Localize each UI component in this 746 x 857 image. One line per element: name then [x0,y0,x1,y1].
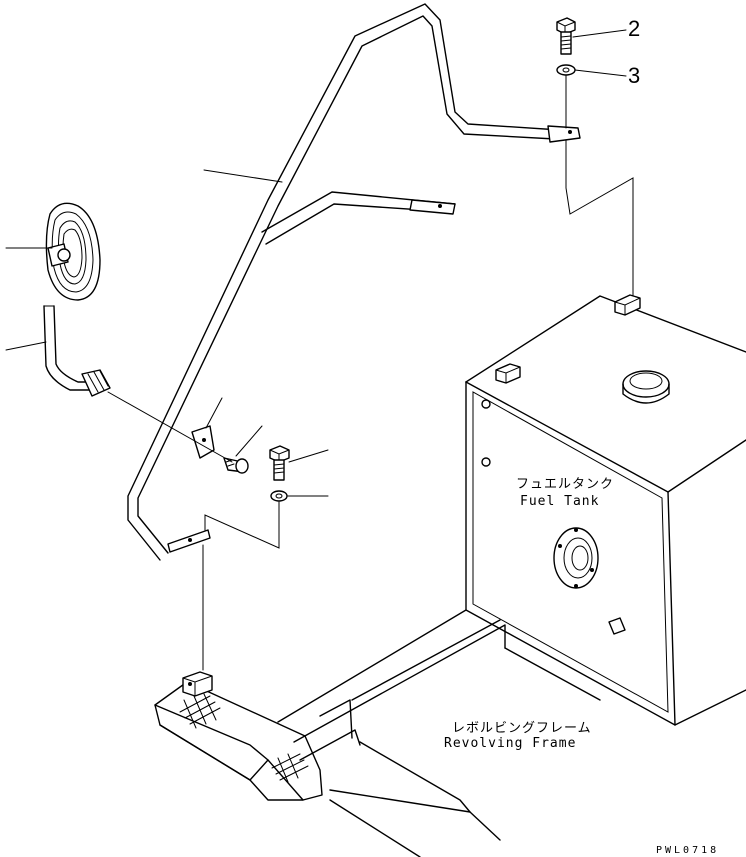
tank-bolt-1 [481,399,491,409]
washer-3 [556,64,576,76]
mirror-stay [127,3,581,561]
bolt-lower [269,445,290,481]
assembly-path-lower [202,501,280,671]
fuel-tank-label-en: Fuel Tank [520,494,599,509]
filler-cap [622,370,670,404]
frame-label-jp: レボルビングフレーム [452,721,592,736]
frame-bracket [182,671,213,697]
tread-pattern-2 [271,753,309,783]
leader-mirror-arm [5,341,47,351]
leader-2 [572,29,627,38]
assembly-path-top [565,74,634,297]
cable-fitting [223,457,249,474]
drawing-code: PWL0718 [656,845,719,856]
fuel-tank: フュエルタンク Fuel Tank [465,294,746,726]
frame-label-en: Revolving Frame [444,736,576,751]
tank-bracket-rear [614,294,641,316]
leader-3 [574,69,627,77]
gauge-flange [553,527,599,589]
bolt-2 [556,17,576,55]
leader-clamp [205,397,223,429]
callout-3: 3 [628,63,640,88]
drain-plate [608,617,626,635]
tank-bracket-front [495,363,521,384]
leader-stay [203,169,283,183]
tank-bolt-2 [481,457,491,467]
leader-fitting [235,425,263,457]
revolving-frame: レボルビングフレーム Revolving Frame [154,609,601,857]
tread-pattern-1 [179,693,221,729]
washer-lower [270,490,288,502]
leader-bolt-lower [288,449,329,463]
callout-2: 2 [628,16,640,41]
cable-line [107,391,233,463]
mirror [43,202,111,397]
cable-clamp [191,425,215,459]
fuel-tank-label-jp: フュエルタンク [516,477,614,492]
